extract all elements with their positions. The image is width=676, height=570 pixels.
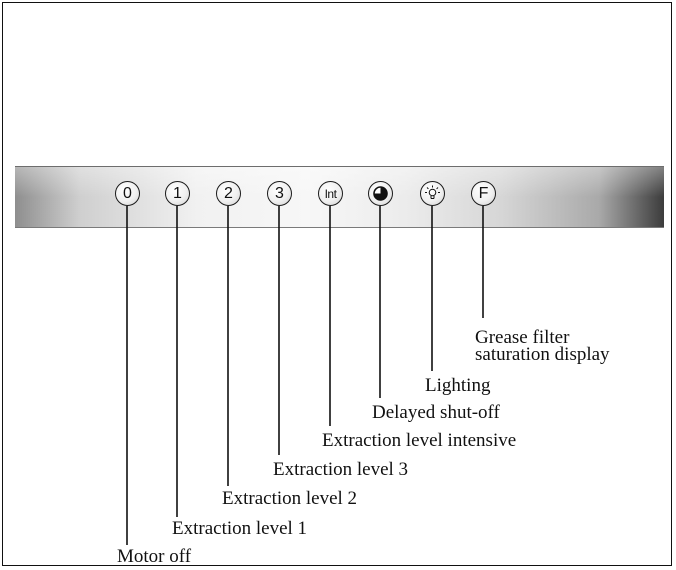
label-extraction-intensive: Extraction level intensive bbox=[322, 430, 517, 451]
extraction-intensive-button[interactable]: Int bbox=[318, 181, 343, 206]
label-lighting: Lighting bbox=[425, 375, 491, 396]
button-symbol: Int bbox=[324, 186, 337, 201]
grease-filter-button[interactable]: F bbox=[471, 181, 496, 206]
extraction-level-3-button[interactable]: 3 bbox=[267, 181, 292, 206]
lighting-button[interactable] bbox=[420, 181, 445, 206]
button-symbol: 3 bbox=[275, 184, 284, 202]
label-grease-filter-line2: saturation display bbox=[475, 344, 610, 365]
label-extraction-level-3: Extraction level 3 bbox=[273, 459, 409, 480]
button-symbol: F bbox=[478, 184, 489, 202]
label-extraction-level-1: Extraction level 1 bbox=[172, 518, 308, 539]
half-filled-clock-icon bbox=[373, 186, 388, 201]
light-bulb-icon bbox=[425, 185, 440, 199]
label-delayed-shutoff: Delayed shut-off bbox=[372, 402, 500, 423]
extraction-level-1-button[interactable]: 1 bbox=[165, 181, 190, 206]
delayed-shutoff-button[interactable] bbox=[368, 181, 393, 206]
label-extraction-level-2: Extraction level 2 bbox=[222, 488, 358, 509]
button-symbol: 1 bbox=[173, 184, 182, 202]
extraction-level-2-button[interactable]: 2 bbox=[216, 181, 241, 206]
label-grease-filter-line1: Grease filter bbox=[475, 327, 570, 348]
label-motor-off: Motor off bbox=[117, 546, 192, 567]
button-symbol: 0 bbox=[123, 184, 132, 202]
motor-off-button[interactable]: 0 bbox=[115, 181, 140, 206]
button-symbol: 2 bbox=[224, 184, 233, 202]
